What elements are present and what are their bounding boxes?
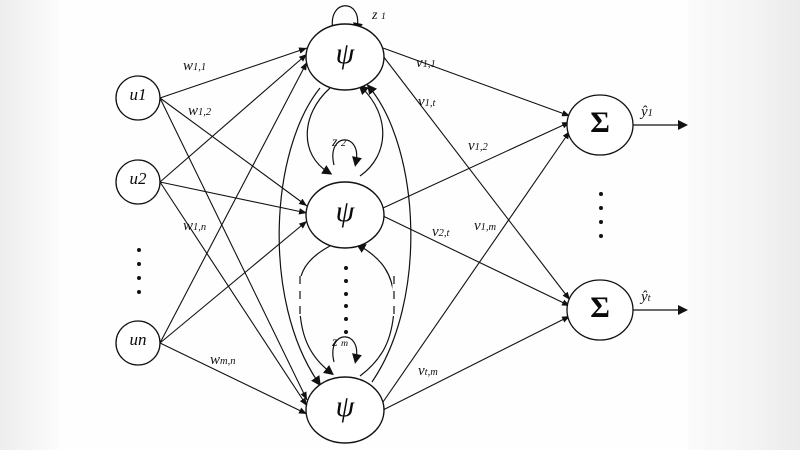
output-node-label-sumt: Σ: [590, 291, 610, 324]
weight-label-v1m: v1,m: [474, 218, 497, 234]
weight-label-w11: w1,1: [183, 58, 207, 74]
weight-label-v12: v1,2: [468, 138, 488, 154]
weight-label-vtm: vt,m: [418, 363, 438, 379]
input-node-label-un: un: [129, 330, 147, 349]
output-node-sum1[interactable]: [566, 94, 634, 156]
scan-margin-right: [688, 0, 800, 450]
hidden-node-label-psi1: ψ: [335, 37, 355, 70]
output-label-yt: ŷt: [641, 289, 651, 305]
weight-label-v2t: v2,t: [432, 224, 450, 240]
recurrent-dashed-gaps: [298, 276, 396, 316]
hidden-node-psim[interactable]: [305, 376, 385, 444]
hidden-node-shapes[interactable]: [305, 23, 385, 444]
scan-margin-left: [0, 0, 58, 450]
weight-label-v1t: v1,t: [418, 94, 436, 110]
output-arrows: [633, 120, 688, 315]
input-node-label-u1: u1: [129, 85, 147, 104]
hidden-recurrent-links: [278, 84, 412, 387]
weight-label-v11: v1,1: [416, 55, 436, 71]
output-node-shapes[interactable]: [566, 94, 634, 341]
hidden-node-psi1[interactable]: [305, 23, 385, 91]
self-loop-label-z2: z 2: [332, 135, 346, 150]
hidden-node-psi2[interactable]: [305, 181, 385, 249]
weight-label-w12: w1,2: [188, 103, 212, 119]
output-node-label-sum1: Σ: [590, 106, 610, 139]
output-layer-ellipsis: [598, 192, 603, 238]
output-node-sumt[interactable]: [566, 279, 634, 341]
hidden-node-label-psi2: ψ: [335, 195, 355, 228]
hidden-layer-ellipsis: [343, 266, 348, 334]
weight-label-wmn: wm,n: [210, 352, 236, 368]
hidden-to-output-edges: [382, 47, 571, 411]
input-layer-ellipsis: [136, 248, 141, 294]
weight-label-w1n: w1,n: [183, 218, 207, 234]
input-node-u2[interactable]: [115, 159, 161, 205]
hidden-node-label-psim: ψ: [335, 390, 355, 423]
input-node-shapes[interactable]: [115, 75, 161, 366]
hidden-self-loops: [331, 5, 363, 364]
input-node-u1[interactable]: [115, 75, 161, 121]
input-node-un[interactable]: [115, 320, 161, 366]
output-label-y1: ŷ1: [641, 104, 653, 120]
input-node-label-u2: u2: [129, 169, 147, 188]
self-loop-label-zm: z m: [332, 335, 349, 350]
self-loop-label-z1: z 1: [372, 8, 386, 23]
input-to-hidden-edges: [159, 47, 308, 415]
